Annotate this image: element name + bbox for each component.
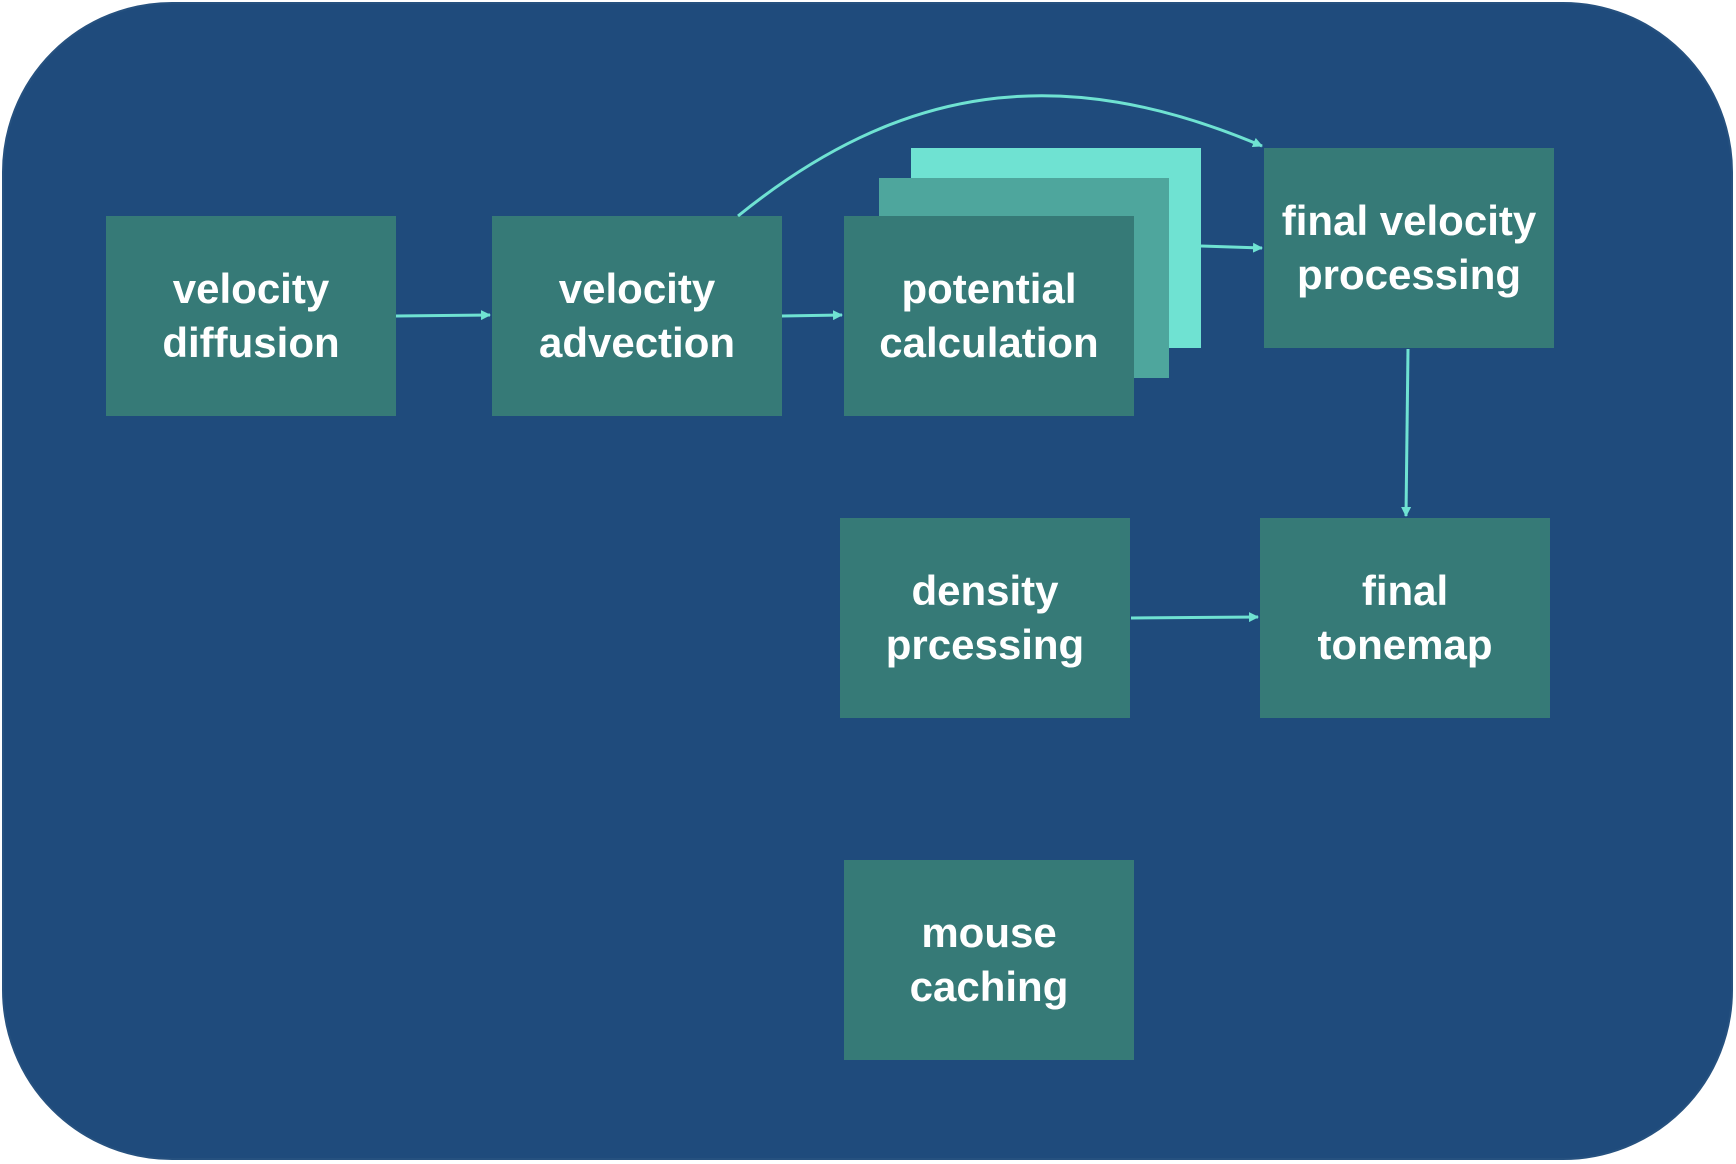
node-velocity-diffusion: velocity diffusion (106, 216, 396, 416)
node-velocity-diffusion-line1: velocity (172, 265, 330, 312)
node-potential-calculation-line2: calculation (879, 319, 1099, 366)
node-density-processing-line1: density (911, 567, 1059, 614)
node-final-tonemap: final tonemap (1260, 518, 1550, 718)
node-mouse-caching-line1: mouse (921, 909, 1057, 956)
node-velocity-diffusion-line2: diffusion (162, 319, 340, 366)
node-mouse-caching-line2: caching (909, 963, 1069, 1010)
node-potential-calculation: potential calculation (844, 216, 1134, 416)
node-density-processing-line2: prcessing (885, 621, 1085, 668)
node-final-tonemap-line2: tonemap (1317, 621, 1493, 668)
node-final-velocity-processing: final velocity processing (1264, 148, 1554, 348)
node-velocity-advection-line1: velocity (558, 265, 716, 312)
node-velocity-advection: velocity advection (492, 216, 782, 416)
node-final-tonemap-line1: final (1361, 567, 1449, 614)
node-potential-calculation-line1: potential (901, 265, 1077, 312)
node-final-velocity-processing-line1: final velocity (1281, 197, 1537, 244)
node-velocity-advection-line2: advection (538, 319, 736, 366)
node-final-velocity-processing-line2: processing (1296, 251, 1522, 298)
node-density-processing: density prcessing (840, 518, 1130, 718)
node-mouse-caching: mouse caching (844, 860, 1134, 1060)
